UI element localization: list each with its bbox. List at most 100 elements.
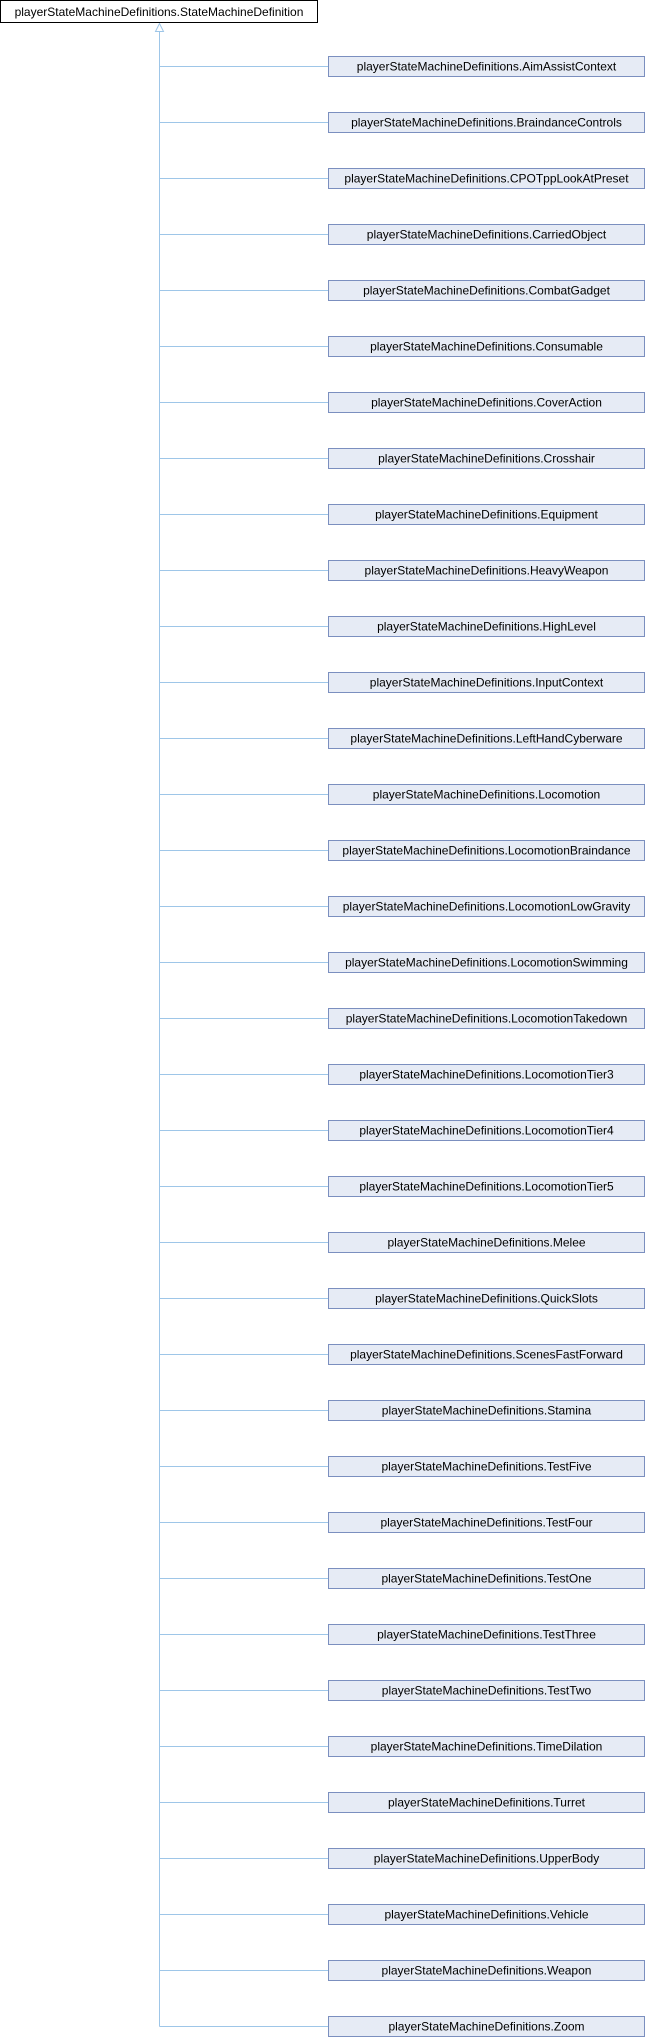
base-class-label: playerStateMachineDefinitions.StateMachi…: [15, 5, 304, 19]
derived-class-node[interactable]: playerStateMachineDefinitions.AimAssistC…: [328, 56, 645, 77]
derived-class-label: playerStateMachineDefinitions.CombatGadg…: [363, 284, 610, 298]
derived-class-box: [328, 1568, 645, 1589]
derived-class-label: playerStateMachineDefinitions.ScenesFast…: [350, 1348, 623, 1362]
derived-class-node[interactable]: playerStateMachineDefinitions.TestThree: [328, 1624, 645, 1645]
derived-class-box: [328, 1960, 645, 1981]
derived-class-node[interactable]: playerStateMachineDefinitions.CPOTppLook…: [328, 168, 645, 189]
derived-class-box: [328, 560, 645, 581]
derived-class-node[interactable]: playerStateMachineDefinitions.Locomotion: [328, 784, 645, 805]
derived-class-node[interactable]: playerStateMachineDefinitions.Locomotion…: [328, 952, 645, 973]
derived-class-node[interactable]: playerStateMachineDefinitions.Locomotion…: [328, 1008, 645, 1029]
derived-class-label: playerStateMachineDefinitions.TestFour: [380, 1516, 592, 1530]
derived-class-label: playerStateMachineDefinitions.Weapon: [382, 1964, 592, 1978]
derived-class-node[interactable]: playerStateMachineDefinitions.Turret: [328, 1792, 645, 1813]
derived-class-node[interactable]: playerStateMachineDefinitions.Vehicle: [328, 1904, 645, 1925]
derived-class-node[interactable]: playerStateMachineDefinitions.CombatGadg…: [328, 280, 645, 301]
derived-class-node[interactable]: playerStateMachineDefinitions.UpperBody: [328, 1848, 645, 1869]
derived-class-node[interactable]: playerStateMachineDefinitions.Melee: [328, 1232, 645, 1253]
derived-class-label: playerStateMachineDefinitions.Crosshair: [378, 452, 595, 466]
derived-class-box: [328, 2016, 645, 2037]
derived-class-box: [328, 448, 645, 469]
derived-class-node[interactable]: playerStateMachineDefinitions.Weapon: [328, 1960, 645, 1981]
derived-class-box: [328, 392, 645, 413]
derived-class-box: [328, 1456, 645, 1477]
derived-class-box: [328, 896, 645, 917]
derived-class-box: [328, 1512, 645, 1533]
derived-class-label: playerStateMachineDefinitions.TestTwo: [382, 1684, 592, 1698]
derived-class-box: [328, 504, 645, 525]
derived-class-box: [328, 1008, 645, 1029]
derived-class-box: [328, 784, 645, 805]
derived-class-node[interactable]: playerStateMachineDefinitions.TestTwo: [328, 1680, 645, 1701]
derived-class-label: playerStateMachineDefinitions.Turret: [388, 1796, 586, 1810]
derived-class-label: playerStateMachineDefinitions.Braindance…: [351, 116, 622, 130]
derived-class-node[interactable]: playerStateMachineDefinitions.HeavyWeapo…: [328, 560, 645, 581]
derived-class-label: playerStateMachineDefinitions.Zoom: [388, 2020, 584, 2034]
derived-class-box: [328, 1064, 645, 1085]
derived-class-node[interactable]: playerStateMachineDefinitions.ScenesFast…: [328, 1344, 645, 1365]
derived-class-box: [328, 1288, 645, 1309]
derived-class-box: [328, 1400, 645, 1421]
derived-class-box: [328, 112, 645, 133]
derived-class-node[interactable]: playerStateMachineDefinitions.CoverActio…: [328, 392, 645, 413]
derived-class-label: playerStateMachineDefinitions.Locomotion…: [359, 1180, 614, 1194]
derived-class-box: [328, 840, 645, 861]
derived-class-label: playerStateMachineDefinitions.Vehicle: [384, 1908, 588, 1922]
derived-class-box: [328, 1904, 645, 1925]
derived-class-node[interactable]: playerStateMachineDefinitions.Locomotion…: [328, 1176, 645, 1197]
derived-class-label: playerStateMachineDefinitions.AimAssistC…: [357, 60, 617, 74]
derived-class-nodes: playerStateMachineDefinitions.AimAssistC…: [328, 56, 645, 2037]
derived-class-label: playerStateMachineDefinitions.HeavyWeapo…: [365, 564, 609, 578]
derived-class-node[interactable]: playerStateMachineDefinitions.InputConte…: [328, 672, 645, 693]
derived-class-node[interactable]: playerStateMachineDefinitions.TimeDilati…: [328, 1736, 645, 1757]
derived-class-label: playerStateMachineDefinitions.Stamina: [382, 1404, 592, 1418]
base-class-node[interactable]: playerStateMachineDefinitions.StateMachi…: [0, 0, 318, 23]
derived-class-label: playerStateMachineDefinitions.Melee: [387, 1236, 585, 1250]
derived-class-label: playerStateMachineDefinitions.Locomotion…: [359, 1068, 614, 1082]
derived-class-label: playerStateMachineDefinitions.TestFive: [381, 1460, 591, 1474]
derived-class-box: [328, 1736, 645, 1757]
inheritance-arrowhead: [154, 22, 165, 32]
derived-class-label: playerStateMachineDefinitions.TestOne: [381, 1572, 591, 1586]
derived-class-label: playerStateMachineDefinitions.QuickSlots: [375, 1292, 598, 1306]
derived-class-box: [328, 728, 645, 749]
derived-class-label: playerStateMachineDefinitions.TimeDilati…: [371, 1740, 603, 1754]
derived-class-node[interactable]: playerStateMachineDefinitions.Locomotion…: [328, 896, 645, 917]
derived-class-box: [328, 1176, 645, 1197]
derived-class-box: [328, 224, 645, 245]
derived-class-node[interactable]: playerStateMachineDefinitions.TestFive: [328, 1456, 645, 1477]
derived-class-label: playerStateMachineDefinitions.Locomotion: [373, 788, 600, 802]
derived-class-label: playerStateMachineDefinitions.Locomotion…: [345, 956, 628, 970]
derived-class-label: playerStateMachineDefinitions.TestThree: [377, 1628, 596, 1642]
derived-class-node[interactable]: playerStateMachineDefinitions.Consumable: [328, 336, 645, 357]
derived-class-node[interactable]: playerStateMachineDefinitions.Zoom: [328, 2016, 645, 2037]
inheritance-edges: [154, 22, 329, 2027]
derived-class-label: playerStateMachineDefinitions.Locomotion…: [342, 844, 630, 858]
derived-class-node[interactable]: playerStateMachineDefinitions.Locomotion…: [328, 1064, 645, 1085]
derived-class-node[interactable]: playerStateMachineDefinitions.Locomotion…: [328, 840, 645, 861]
derived-class-box: [328, 672, 645, 693]
derived-class-label: playerStateMachineDefinitions.CPOTppLook…: [344, 172, 629, 186]
derived-class-node[interactable]: playerStateMachineDefinitions.LeftHandCy…: [328, 728, 645, 749]
derived-class-node[interactable]: playerStateMachineDefinitions.HighLevel: [328, 616, 645, 637]
base-class-box: [0, 0, 318, 23]
derived-class-node[interactable]: playerStateMachineDefinitions.Equipment: [328, 504, 645, 525]
derived-class-node[interactable]: playerStateMachineDefinitions.Braindance…: [328, 112, 645, 133]
derived-class-label: playerStateMachineDefinitions.CarriedObj…: [367, 228, 607, 242]
derived-class-node[interactable]: playerStateMachineDefinitions.Locomotion…: [328, 1120, 645, 1141]
derived-class-node[interactable]: playerStateMachineDefinitions.TestOne: [328, 1568, 645, 1589]
derived-class-box: [328, 56, 645, 77]
derived-class-label: playerStateMachineDefinitions.InputConte…: [370, 676, 604, 690]
derived-class-node[interactable]: playerStateMachineDefinitions.TestFour: [328, 1512, 645, 1533]
derived-class-box: [328, 1624, 645, 1645]
derived-class-box: [328, 952, 645, 973]
derived-class-label: playerStateMachineDefinitions.Consumable: [370, 340, 603, 354]
derived-class-node[interactable]: playerStateMachineDefinitions.Stamina: [328, 1400, 645, 1421]
derived-class-box: [328, 1792, 645, 1813]
derived-class-label: playerStateMachineDefinitions.LeftHandCy…: [350, 732, 622, 746]
derived-class-node[interactable]: playerStateMachineDefinitions.CarriedObj…: [328, 224, 645, 245]
derived-class-node[interactable]: playerStateMachineDefinitions.QuickSlots: [328, 1288, 645, 1309]
derived-class-label: playerStateMachineDefinitions.CoverActio…: [371, 396, 602, 410]
derived-class-node[interactable]: playerStateMachineDefinitions.Crosshair: [328, 448, 645, 469]
